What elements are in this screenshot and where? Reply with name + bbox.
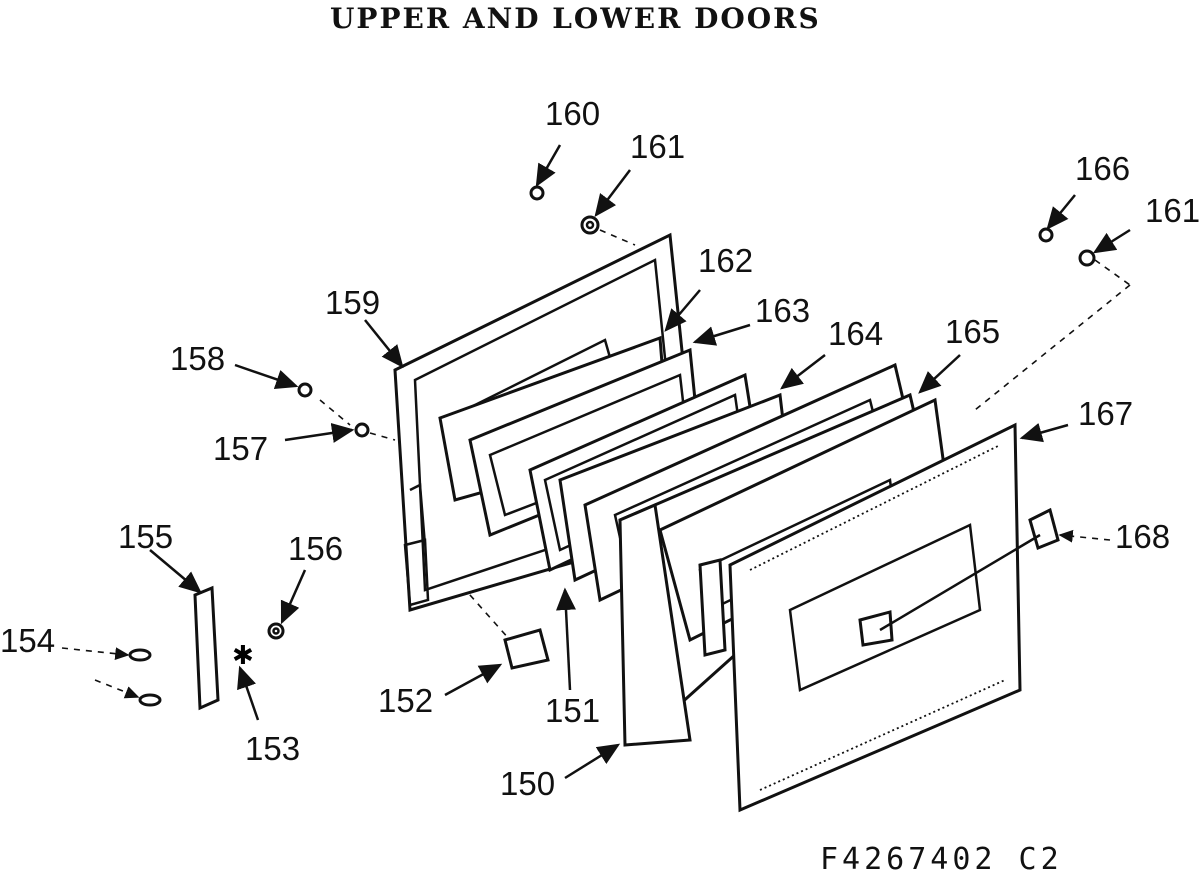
callout-166: 166 xyxy=(1075,150,1130,187)
part-152-bracket xyxy=(503,628,550,670)
callout-165: 165 xyxy=(945,313,1000,350)
part-166-screw xyxy=(1038,227,1054,243)
part-161-washer xyxy=(580,215,600,235)
part-158-screw xyxy=(297,382,313,398)
callout-164: 164 xyxy=(828,315,883,352)
part-156-nut xyxy=(267,622,285,640)
callout-153: 153 xyxy=(245,730,300,767)
callout-163: 163 xyxy=(755,292,810,329)
part-160-screw xyxy=(529,185,545,201)
callout-156: 156 xyxy=(288,530,343,567)
callout-151: 151 xyxy=(545,692,600,729)
callout-152: 152 xyxy=(378,682,433,719)
part-153-spring: ✱ xyxy=(232,641,254,671)
part-167-outer-door xyxy=(728,422,1022,813)
part-168-handle xyxy=(879,507,1060,632)
callout-154: 154 xyxy=(0,622,55,659)
callout-150: 150 xyxy=(500,765,555,802)
callout-162: 162 xyxy=(698,242,753,279)
callout-160: 160 xyxy=(545,95,600,132)
part-154-screw-a xyxy=(128,648,152,662)
callout-155: 155 xyxy=(118,518,173,555)
figure-code: F4267402 C2 xyxy=(820,842,1063,877)
part-157-washer xyxy=(354,422,370,438)
part-161-washer-2 xyxy=(1078,249,1096,267)
callout-158: 158 xyxy=(170,340,225,377)
callout-159: 159 xyxy=(325,284,380,321)
diagram-title: UPPER AND LOWER DOORS xyxy=(330,2,821,35)
callout-161-right: 161 xyxy=(1145,192,1200,229)
part-155-hinge xyxy=(193,585,220,711)
callout-157: 157 xyxy=(213,430,268,467)
callout-167: 167 xyxy=(1078,395,1133,432)
part-154-screw-b xyxy=(138,693,162,707)
callout-168: 168 xyxy=(1115,518,1170,555)
callout-161-top: 161 xyxy=(630,128,685,165)
